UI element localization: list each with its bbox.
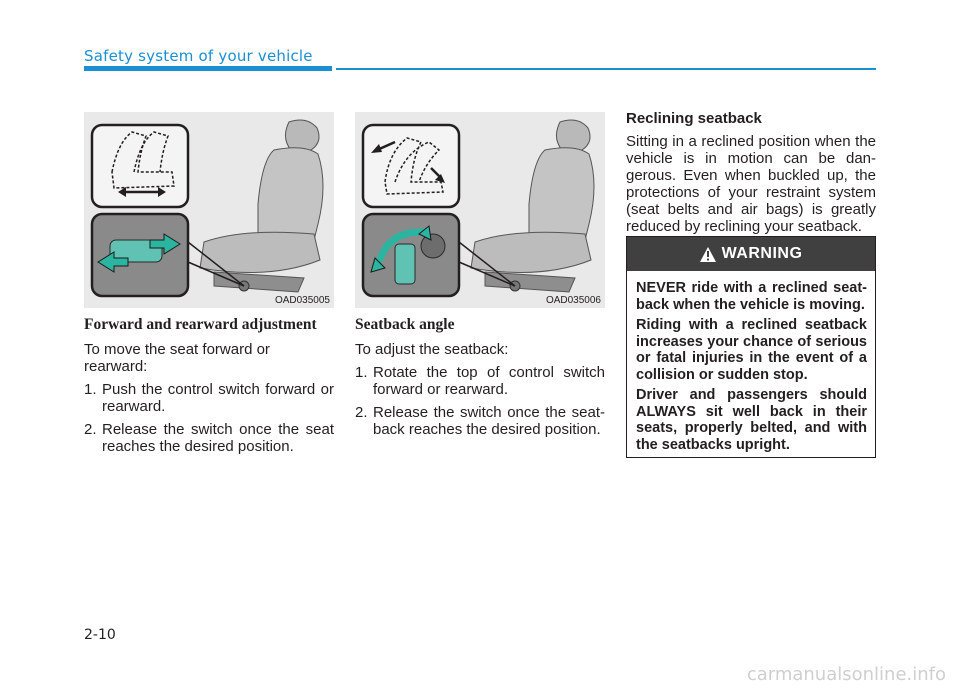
warning-triangle-icon: [699, 246, 716, 262]
watermark: carmanualsonline.info: [746, 664, 946, 685]
page-number: 2-10: [84, 627, 116, 643]
figure-seatback-angle: OAD035006: [355, 112, 605, 308]
step-number: 1.: [355, 364, 368, 381]
section-intro: To adjust the seatback:: [355, 341, 509, 358]
header-rule-thin: [336, 68, 876, 70]
section-title: Reclining seatback: [626, 110, 762, 127]
warning-paragraph: Riding with a reclined seatback increase…: [636, 317, 867, 383]
header-rule-thick: [84, 66, 332, 71]
step-text: Rotate the top of control switch forward…: [373, 364, 605, 398]
forward-rearward-section: Forward and rearward adjustment To move …: [84, 316, 334, 461]
warning-body: NEVER ride with a reclined seat-back whe…: [627, 271, 875, 453]
warning-box: WARNING NEVER ride with a reclined seat-…: [626, 236, 876, 458]
section-intro: To move the seat forward or rearward:: [84, 341, 270, 375]
seat-illustration-forward: [90, 119, 324, 298]
step-text: Release the switch once the seat reaches…: [102, 421, 334, 455]
warning-paragraph: Driver and passengers should ALWAYS sit …: [636, 387, 867, 453]
section-body: Sitting in a reclined position when the …: [626, 133, 876, 235]
step-item: 1. Push the control switch forward or re…: [84, 381, 334, 415]
section-header-title: Safety system of your vehicle: [84, 47, 313, 65]
warning-label: WARNING: [721, 245, 803, 262]
seatback-angle-section: Seatback angle To adjust the seatback: 1…: [355, 316, 605, 444]
step-item: 2. Release the switch once the seat reac…: [84, 421, 334, 455]
warning-paragraph: NEVER ride with a reclined seat-back whe…: [636, 280, 867, 313]
step-item: 1. Rotate the top of control switch forw…: [355, 364, 605, 398]
section-title: Seatback angle: [355, 316, 455, 333]
step-text: Release the switch once the seat-back re…: [373, 404, 605, 438]
reclining-seatback-section: Reclining seatback Sitting in a reclined…: [626, 110, 876, 235]
step-number: 1.: [84, 381, 97, 398]
section-title: Forward and rearward adjustment: [84, 316, 317, 333]
seat-illustration-seatback: [361, 119, 595, 298]
figure-code: OAD035006: [542, 295, 601, 306]
step-text: Push the control switch forward or rearw…: [102, 381, 334, 415]
warning-header: WARNING: [627, 237, 875, 271]
step-number: 2.: [84, 421, 97, 438]
figure-code: OAD035005: [271, 295, 330, 306]
step-item: 2. Release the switch once the seat-back…: [355, 404, 605, 438]
figure-forward-rearward: OAD035005: [84, 112, 334, 308]
step-number: 2.: [355, 404, 368, 421]
